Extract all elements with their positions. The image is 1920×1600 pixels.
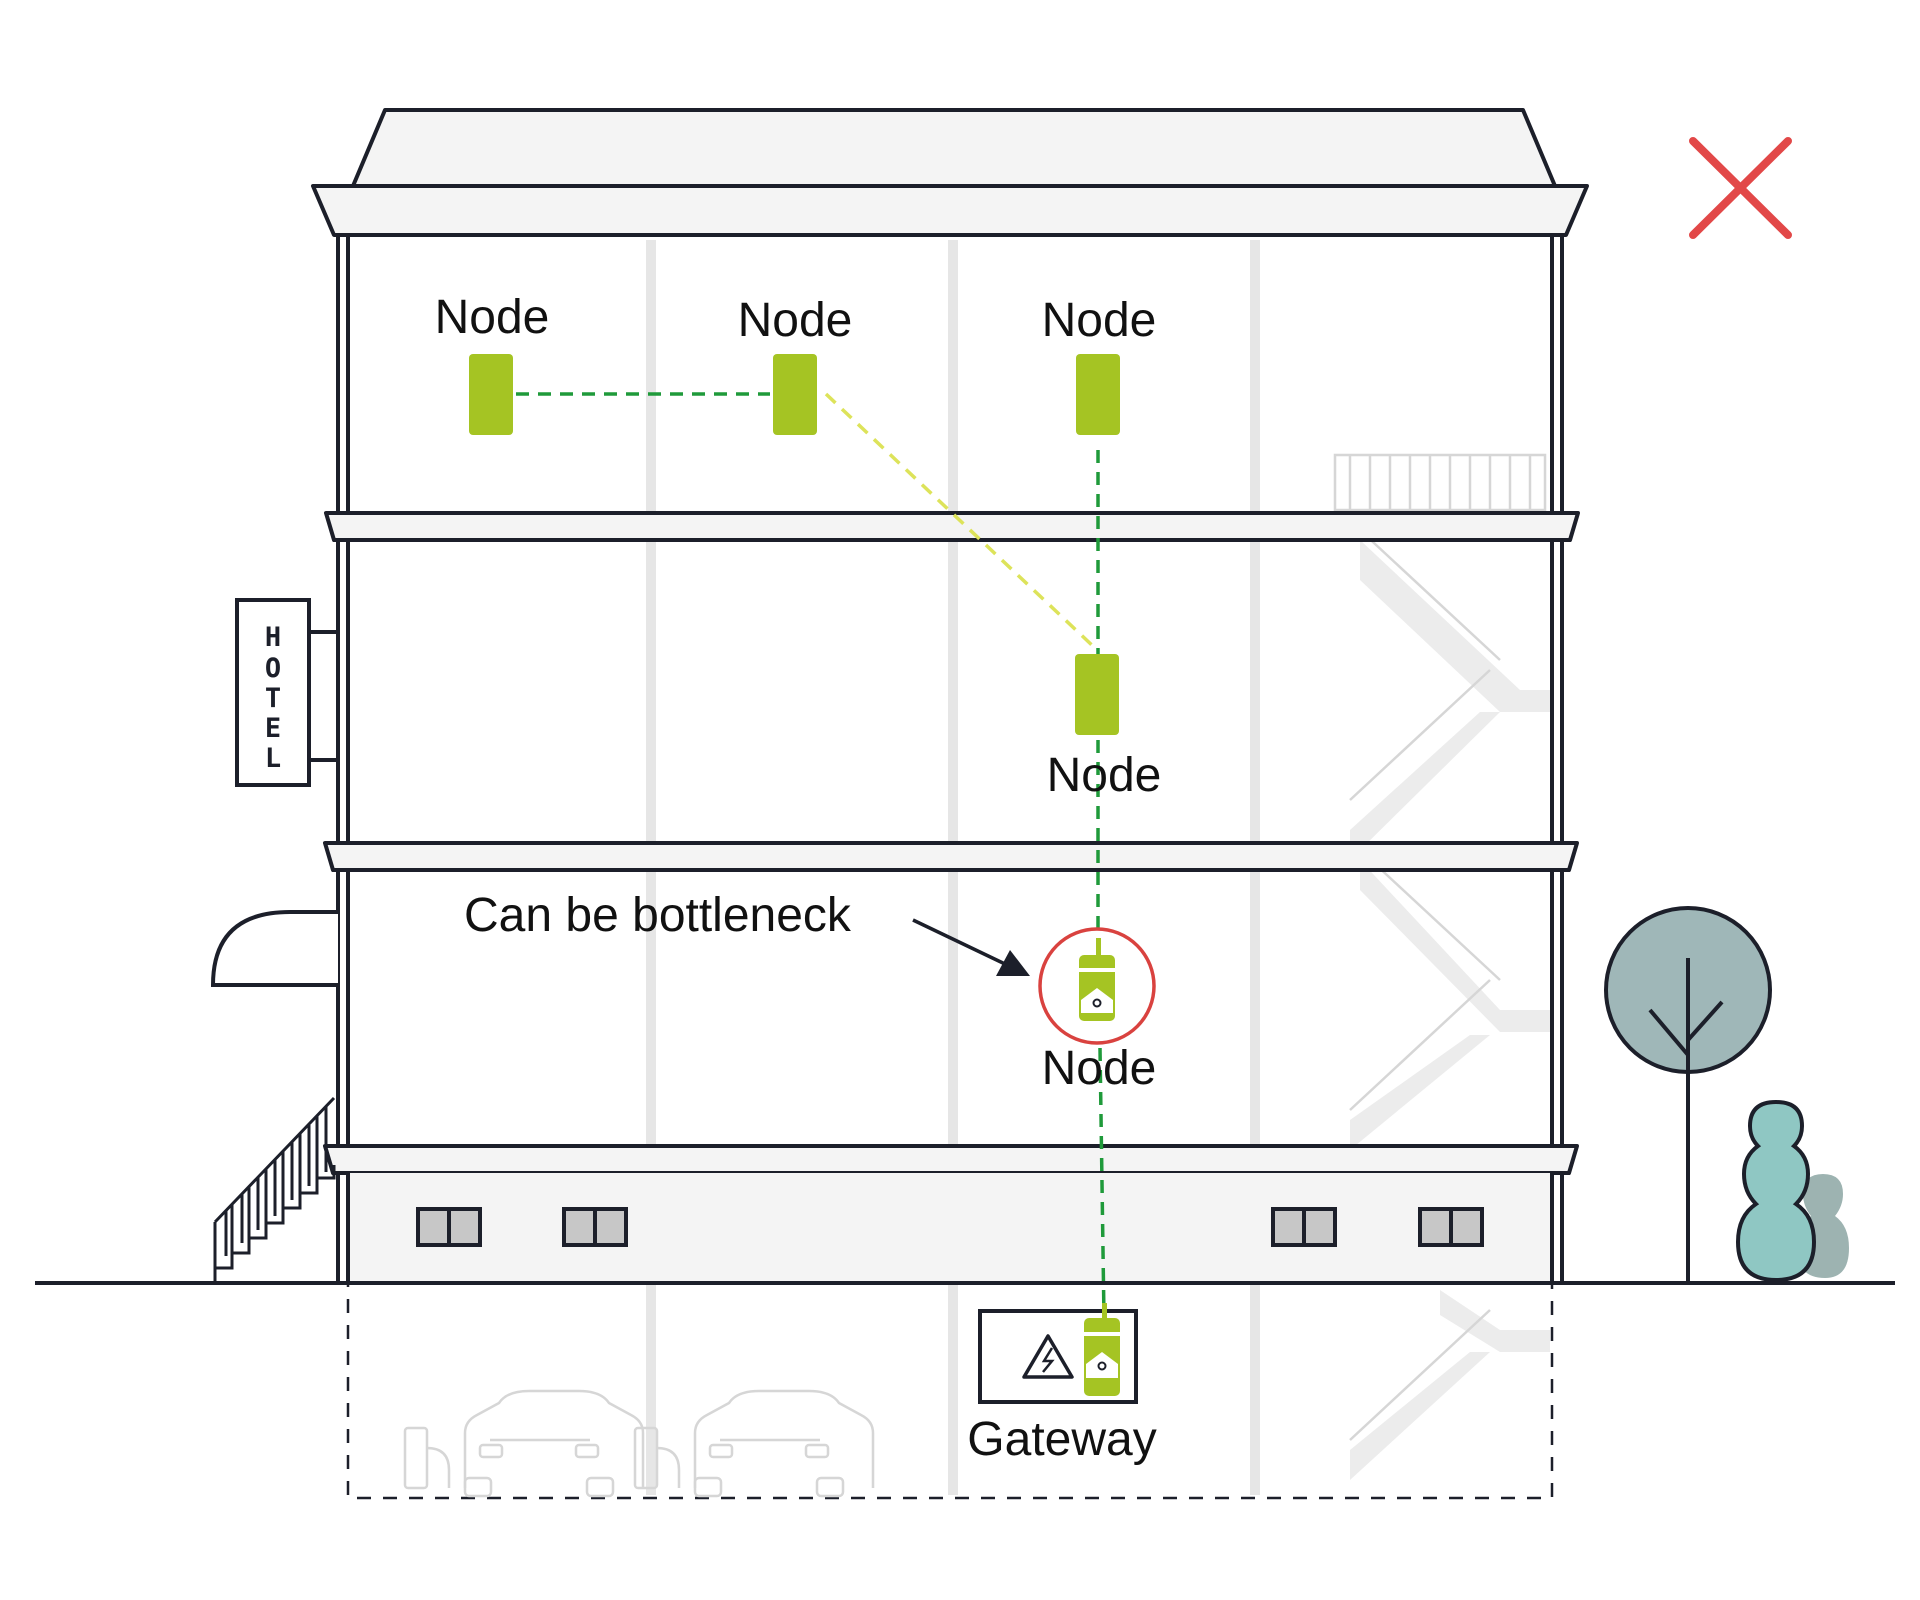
hotel-sign: H O T E L [235,598,338,787]
red-x-icon [1689,137,1792,239]
bottleneck-annotation: Can be bottleneck [464,889,1030,976]
awning [210,910,338,987]
bushes [1735,1099,1849,1283]
node-device-icon [469,354,513,435]
node-3: Node [1042,294,1157,435]
radio-device-icon [1084,1303,1120,1396]
car-icon [693,1389,875,1498]
node-device-icon [1076,354,1120,435]
node-2: Node [738,294,853,435]
node-4: Node [1047,654,1162,802]
node-5-bottleneck: Node [1038,927,1157,1095]
ev-charger-icon [633,1426,681,1490]
floor-ledge [324,511,1580,542]
arrow-head-icon [996,950,1030,976]
ev-charger-icon [403,1426,451,1490]
floor-ledge [323,841,1579,872]
basement-windows [416,1207,1484,1247]
entrance-stairs [213,1096,336,1283]
sign-letter: E [265,713,281,744]
link-n5-gw [1098,1047,1106,1319]
sign-letter: O [265,653,281,684]
node-label: Node [1042,294,1157,347]
gateway-label: Gateway [967,1413,1156,1466]
sign-letter: T [265,683,281,714]
parked-cars [403,1389,875,1498]
roof [351,108,1557,188]
power-warning-icon [1022,1334,1074,1379]
node-device-icon [1075,654,1119,735]
node-1: Node [435,291,550,435]
radio-device-icon [1079,938,1115,1021]
car-icon [463,1389,645,1498]
annotation-text: Can be bottleneck [464,889,852,942]
floor-ledge [323,1144,1579,1175]
cornice [311,184,1589,237]
mesh-links [516,392,1106,1319]
sign-letter: L [265,743,281,774]
building [311,108,1589,1283]
bush-front [1735,1099,1817,1283]
node-device-icon [773,354,817,435]
sign-letter: H [265,622,281,653]
tree [1604,906,1772,1283]
node-label: Node [435,291,550,344]
fire-escape-stairs [1333,453,1550,1480]
gateway: Gateway [967,1303,1157,1466]
link-n2-n4 [824,392,1097,650]
node-label: Node [1047,749,1162,802]
node-label: Node [738,294,853,347]
node-label: Node [1042,1042,1157,1095]
